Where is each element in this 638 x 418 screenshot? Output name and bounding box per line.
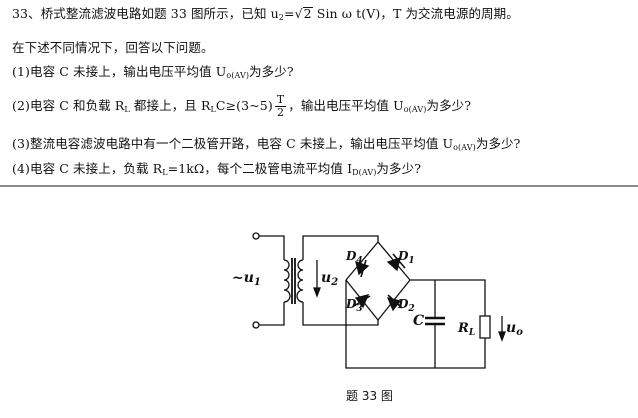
transformer-secondary-coil [296,259,304,303]
q4-sub: D(AV) [352,168,377,177]
frac-denominator: 2 [276,106,285,119]
q1-sub: o(AV) [226,71,250,80]
secondary-wire-bottom [302,302,342,326]
diode-bridge [345,241,411,321]
q2-a: (2)电容 C 和负载 R [12,98,125,113]
u2-label: u2 [321,270,338,288]
question-title: 33、桥式整流滤波电路如题 33 图所示，已知 u2=√2 Sin ω t(V)… [12,6,519,26]
rl-label: RL [457,321,475,338]
u2-arrow-head [313,287,321,298]
transformer-primary-coil [283,259,291,303]
q2-b: 都接上，且 R [129,98,211,113]
u1-label: ~u1 [232,270,261,288]
uo-label: uo [506,320,523,338]
bridge-bottom-wire [342,320,379,326]
q2-end: 为多少? [426,98,472,113]
q2-c: C≥(3~5) [215,98,273,113]
d3-label: D3 [345,297,363,314]
d4-bar [360,259,367,278]
output-top-wire [410,279,486,316]
q2-sub: o(AV) [403,105,427,114]
d1-bar [392,253,406,269]
d2-label: D2 [397,297,415,314]
q2-d: ，输出电压平均值 U [288,98,404,113]
separator-line [0,185,638,187]
q1-end: 为多少? [249,64,294,79]
q1-text: (1)电容 C 未接上，输出电压平均值 U [12,64,227,79]
d2-bar [387,294,403,309]
d3-bar [353,295,371,307]
title-rest: Sin ω t(V)，T 为交流电源的周期。 [312,6,519,21]
d1-label: D1 [397,249,415,266]
input-terminal-bottom [252,321,260,329]
q2-rl-sub: L [124,105,130,114]
q2-rl-sub-2: L [210,105,216,114]
circuit-diagram: ~u1 u2 D4 D1 D3 D2 C RL uo [232,232,523,369]
uo-arrow-head [498,331,506,342]
output-bottom-wire [345,280,486,369]
q3-text: (3)整流电容滤波电路中有一个二极管开路，电容 C 未接上，输出电压平均值 U [12,136,454,151]
input-terminal-top [252,232,260,240]
d4-wire [345,241,379,281]
load-resistor-icon [479,315,491,339]
input-wire-bottom [259,302,285,326]
q3-end: 为多少? [475,136,521,151]
capacitor-label: C [413,313,424,329]
input-wire-top [259,235,285,260]
bridge-top-wire [342,235,379,242]
q4-a: (4)电容 C 未接上，负载 R [12,161,163,176]
sub-question-3: (3)整流电容滤波电路中有一个二极管开路，电容 C 未接上，输出电压平均值 Uo… [12,136,520,156]
title-eq: = [284,6,295,21]
intro-text: 在下述不同情况下，回答以下问题。 [12,40,214,55]
d1-diode-icon [386,257,401,272]
title-u-sub: 2 [278,13,284,22]
sqrt-symbol: √ [294,6,303,21]
title-prefix: 33、桥式整流滤波电路如题 33 图所示，已知 u [12,6,279,21]
q4-b: =1kΩ，每个二极管电流平均值 I [167,161,353,176]
sqrt-arg: 2 [302,6,313,21]
secondary-wire-top [302,235,342,260]
frac-numerator: T [274,93,287,107]
q4-end: 为多少? [376,161,422,176]
q3-sub: o(AV) [453,143,476,152]
q4-rl-sub: L [162,168,168,177]
sub-question-1: (1)电容 C 未接上，输出电压平均值 Uo(AV)为多少? [12,64,294,84]
d4-label: D4 [345,249,363,266]
sub-question-4: (4)电容 C 未接上，负载 RL=1kΩ，每个二极管电流平均值 ID(AV)为… [12,161,421,181]
figure-caption: 题 33 图 [346,389,393,403]
